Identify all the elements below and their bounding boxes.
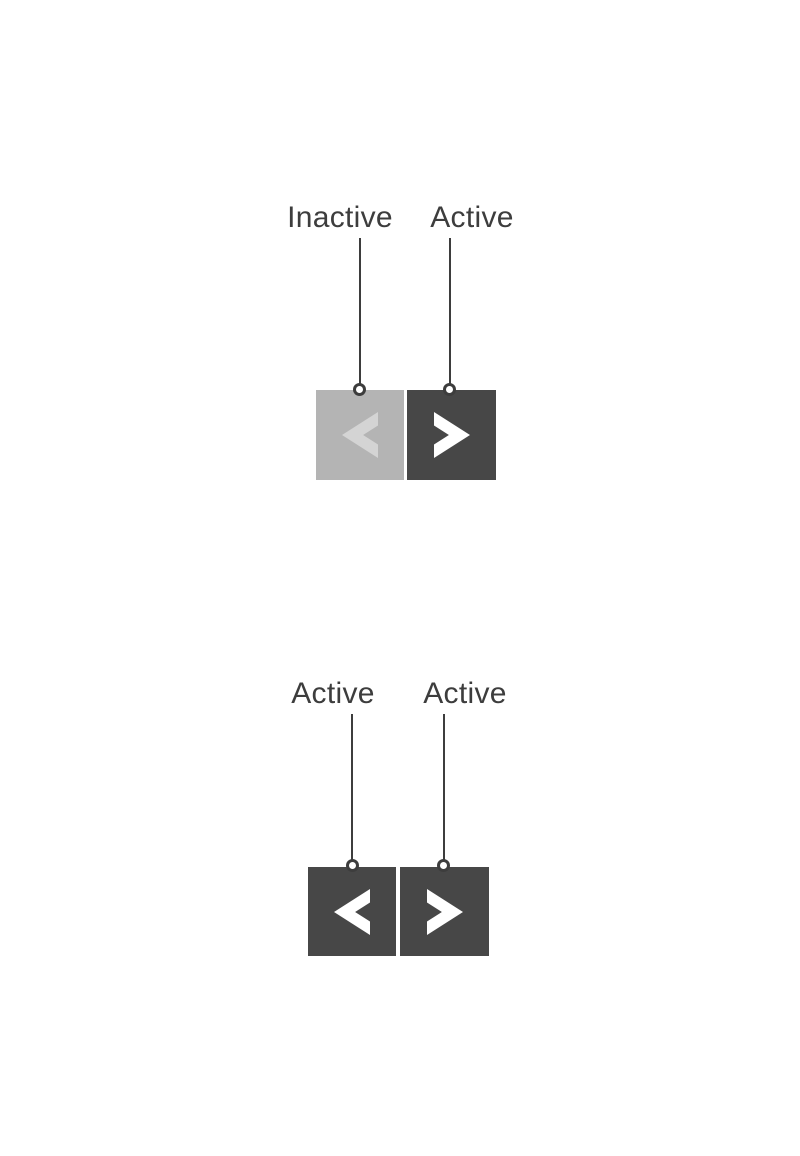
callout-label-active: Active xyxy=(430,201,514,234)
callout-anchor-dot xyxy=(437,859,450,872)
callout-anchor-dot xyxy=(353,383,366,396)
callout-label-active-next: Active xyxy=(423,677,507,710)
chevron-right-icon xyxy=(426,888,463,935)
chevron-left-icon xyxy=(334,888,370,935)
next-page-button[interactable] xyxy=(407,390,496,480)
prev-page-button xyxy=(316,390,404,480)
callout-leader-line xyxy=(351,714,353,860)
chevron-left-icon xyxy=(342,412,378,458)
chevron-right-icon xyxy=(433,412,470,458)
callout-leader-line xyxy=(449,238,451,384)
callout-leader-line xyxy=(359,238,361,384)
next-page-button[interactable] xyxy=(400,867,489,956)
callout-leader-line xyxy=(443,714,445,860)
callout-label-active-prev: Active xyxy=(291,677,375,710)
callout-label-inactive: Inactive xyxy=(287,201,393,234)
callout-anchor-dot xyxy=(443,383,456,396)
callout-anchor-dot xyxy=(346,859,359,872)
prev-page-button[interactable] xyxy=(308,867,396,956)
